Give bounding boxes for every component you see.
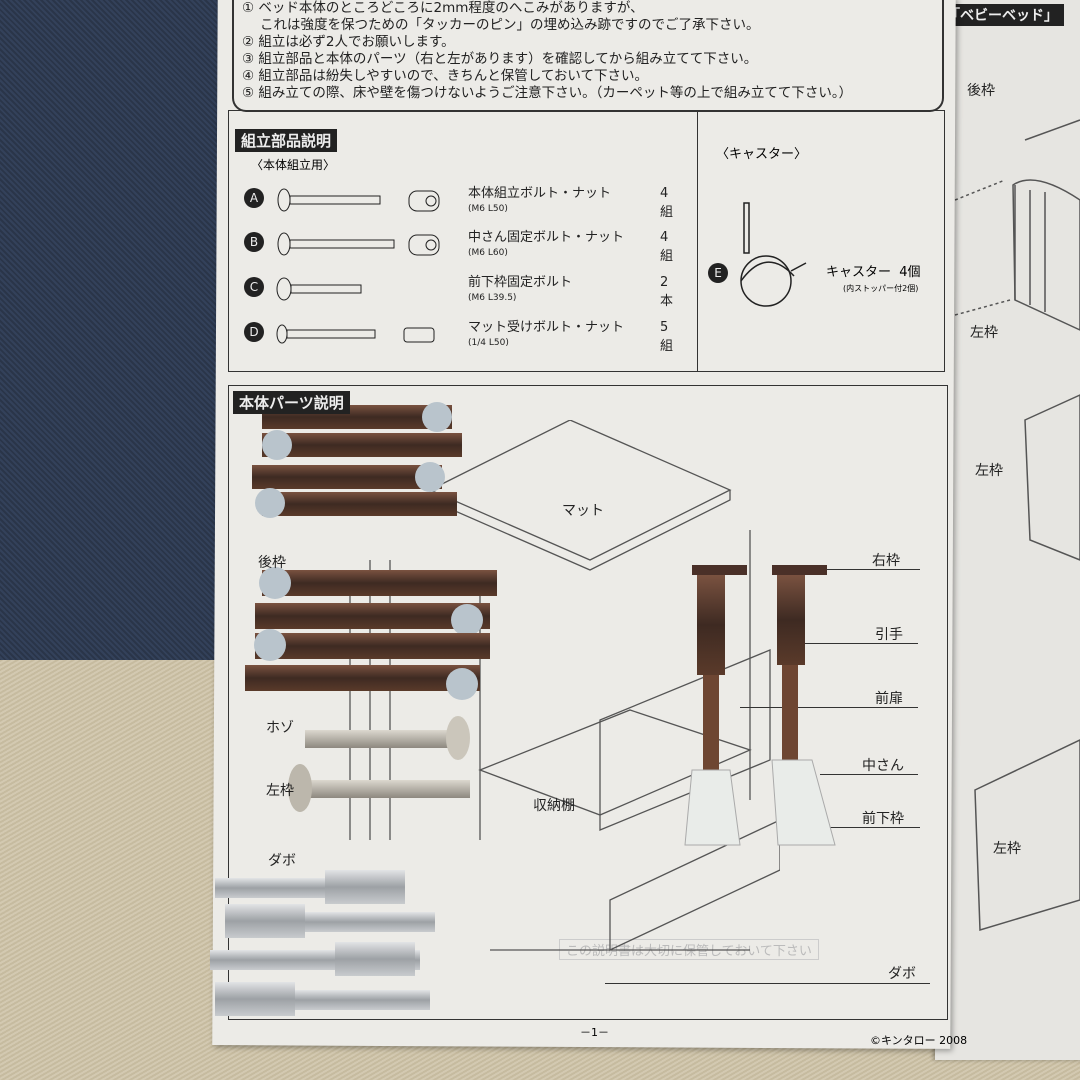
part-letter-badge: D — [244, 322, 264, 342]
blue-carpet-background — [0, 0, 230, 670]
part-name: 本体組立ボルト・ナット — [468, 186, 612, 201]
caster-name: キャスター 4個 — [826, 261, 921, 280]
parts-section: 組立部品説明 〈本体組立用〉 — [228, 110, 698, 372]
barrel-nut-icon — [408, 234, 440, 256]
crib-illustration-right — [954, 119, 1080, 931]
page-number: －1－ — [580, 1026, 609, 1039]
caster-icon — [740, 202, 807, 307]
right-label-rear-frame: 後枠 — [967, 83, 995, 99]
bronze-bolts-short — [252, 402, 462, 518]
note-5: ⑤ 組み立ての際、床や壁を傷つけないようご注意下さい。（カーペット等の上で組み立… — [242, 85, 853, 101]
right-label-left-frame: 左枠 — [970, 325, 998, 341]
leader-line — [605, 983, 930, 984]
label-storage-shelf: 収納棚 — [533, 798, 575, 814]
part-qty: 2本 — [660, 275, 674, 309]
part-name: マット受けボルト・ナット — [468, 320, 625, 335]
bolt-icon — [277, 232, 395, 256]
label-front-door: 前扉 — [875, 691, 903, 707]
part-name: 前下枠固定ボルト — [468, 275, 573, 290]
right-instruction-page: 「ベビーベッド」 後枠 左枠 左枠 左枠 — [935, 0, 1080, 1060]
knurled-bolt-icon — [276, 277, 362, 301]
part-qty: 4組 — [660, 186, 674, 220]
part-spec: (M6 L50) — [468, 204, 508, 214]
part-spec: (M6 L39.5) — [468, 293, 517, 303]
caster-letter-badge: E — [708, 263, 728, 283]
body-parts-section: この説明書は大切に保管しておいて下さい — [228, 385, 948, 1020]
label-mat: マット — [562, 503, 604, 519]
right-page-header: 「ベビーベッド」 — [940, 4, 1064, 26]
bolt-icon — [276, 324, 376, 344]
label-front-lower-frame: 前下枠 — [862, 811, 904, 827]
label-left-frame: 左枠 — [266, 783, 294, 799]
right-label-left-frame-3: 左枠 — [993, 841, 1021, 857]
part-letter-badge: A — [244, 188, 264, 208]
note-1-cont: これは強度を保つための「タッカーのピン」の埋め込み跡ですのでご了承下さい。 — [260, 17, 760, 33]
parts-section-title: 組立部品説明 — [235, 129, 338, 152]
part-qty: 5組 — [660, 320, 674, 354]
bronze-bolts-long — [245, 567, 497, 700]
body-parts-title: 本体パーツ説明 — [233, 391, 350, 414]
assembly-notes: ① ベッド本体のところどころに2mm程度のへこみがありますが、 これは強度を保つ… — [232, 0, 944, 112]
label-middle-bar: 中さん — [862, 758, 904, 774]
note-4: ④ 組立部品は紛失しやすいので、きちんと保管しておいて下さい。 — [242, 68, 649, 84]
leader-line — [820, 774, 918, 775]
caster-note: (内ストッパー付2個) — [843, 284, 919, 293]
zinc-bolts-with-nuts — [210, 870, 435, 1016]
leader-line — [830, 827, 920, 828]
bolt-icon — [277, 188, 381, 212]
part-name: 中さん固定ボルト・ナット — [468, 230, 625, 245]
leader-line — [820, 569, 920, 570]
part-spec: (M6 L60) — [468, 248, 508, 258]
label-right-frame: 右枠 — [872, 553, 900, 569]
barrel-nut-icon — [408, 190, 440, 212]
caster-name-text: キャスター — [826, 265, 892, 280]
caster-section: 〈キャスター〉 E キャスター 4個 (内ストッパー付2個) — [697, 110, 945, 372]
label-handle: 引手 — [875, 627, 903, 643]
caster-qty: 4個 — [899, 265, 921, 280]
note-1: ① ベッド本体のところどころに2mm程度のへこみがありますが、 — [242, 0, 644, 16]
label-dowel-left: ダボ — [268, 853, 296, 869]
knurled-bolts — [288, 716, 470, 812]
leader-line — [800, 643, 918, 644]
label-dowel: ダボ — [888, 966, 916, 982]
caster-section-title: 〈キャスター〉 — [716, 147, 808, 162]
part-letter-badge: B — [244, 232, 264, 252]
parts-section-subtitle: 〈本体組立用〉 — [251, 158, 336, 172]
right-label-left-frame-2: 左枠 — [975, 463, 1003, 479]
part-spec: (1/4 L50) — [468, 338, 509, 348]
hex-nut-icon — [403, 327, 435, 343]
note-2: ② 組立は必ず2人でお願いします。 — [242, 34, 455, 50]
part-letter-badge: C — [244, 277, 264, 297]
copyright: ©キンタロー 2008 — [870, 1034, 968, 1047]
label-tenon: ホゾ — [266, 720, 294, 736]
spring-handle-pins — [684, 565, 836, 846]
leader-line — [740, 707, 918, 708]
label-rear-frame: 後枠 — [258, 555, 286, 571]
note-3: ③ 組立部品と本体のパーツ（右と左があります）を確認してから組み立てて下さい。 — [242, 51, 758, 67]
part-qty: 4組 — [660, 230, 674, 264]
